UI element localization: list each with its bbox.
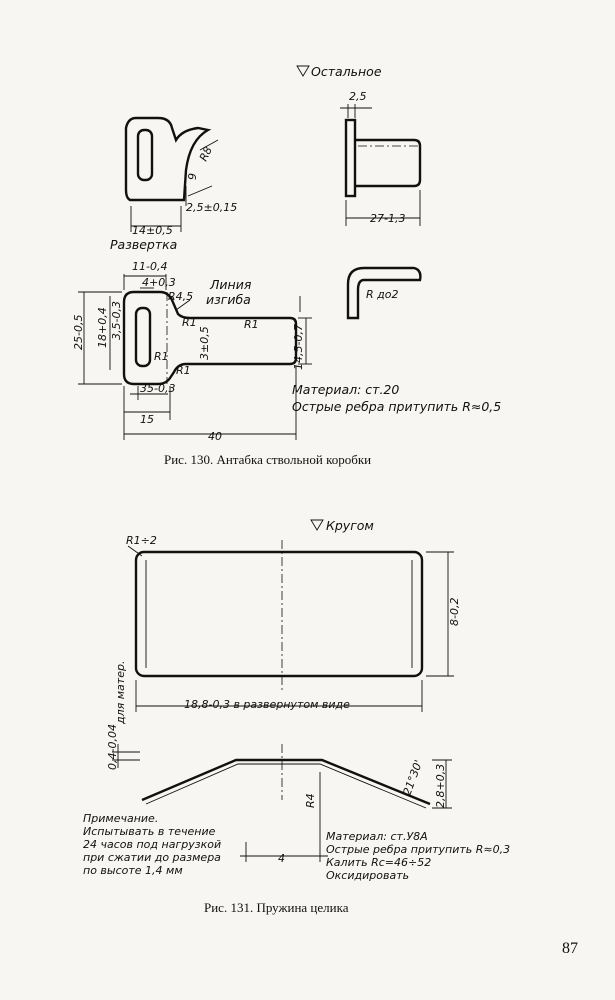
antabka-side-view [340, 104, 422, 226]
antabka-plan-view [124, 116, 219, 232]
page-number: 87 [562, 940, 578, 957]
dim-8: 8-0,2 [448, 598, 461, 626]
material-130: Материал: ст.20 [292, 382, 399, 397]
dim-r4-5: R4,5 [168, 290, 193, 303]
dim-4: 4+0,3 [142, 276, 176, 289]
dim-11: 11-0,4 [132, 260, 167, 273]
dim-r1-low: R1 [176, 364, 191, 377]
dim-r-do2: R до2 [366, 288, 398, 301]
note-line: 24 часов под нагрузкой [83, 838, 222, 851]
note-line: при сжатии до размера [83, 851, 221, 864]
dim-25: 25-0,5 [72, 315, 85, 350]
spring-plan-view [127, 540, 454, 712]
dim-40: 40 [208, 430, 222, 443]
antabka-bent-profile [346, 266, 422, 320]
dim-r4: R4 [304, 793, 317, 808]
material-line: Материал: ст.У8А [326, 830, 428, 843]
surface-finish-text-rest: Остальное [311, 64, 382, 79]
spring-side-view [112, 744, 452, 862]
dim-r1-right: R1 [244, 318, 259, 331]
edges-130: Острые ребра притупить R≈0,5 [292, 399, 501, 414]
dim-35: 35-0,3 [140, 382, 175, 395]
dim-r1-2: R1÷2 [126, 534, 157, 547]
dim-9: 9 [186, 173, 199, 180]
surface-finish-mark-rest [296, 65, 310, 77]
dim-for-material: для матер. [114, 661, 127, 725]
material-line: Острые ребра притупить R≈0,3 [326, 843, 511, 856]
dim-3: 3±0,5 [198, 326, 211, 360]
antabka-flat-development [78, 274, 312, 440]
dim-27: 27-1,3 [370, 212, 405, 225]
dim-0-4: 0,4-0,04 [106, 724, 119, 770]
material-line: Калить Rc=46÷52 [326, 856, 432, 869]
note-line: по высоте 1,4 мм [83, 864, 183, 877]
material-block-131: Материал: ст.У8А Острые ребра притупить … [326, 830, 510, 882]
dim-18: 18+0,4 [96, 307, 109, 348]
razvertka-label: Развертка [110, 237, 177, 252]
surface-finish-text-all: Кругом [326, 518, 374, 533]
dim-2-5-tol: 2,5±0,15 [186, 201, 237, 214]
dim-r1-top: R1 [182, 316, 197, 329]
dim-2-8: 2,8+0,3 [434, 764, 447, 808]
figure-130-caption: Рис. 130. Антабка ствольной коробки [164, 452, 372, 467]
dim-3-5: 3,5-0,3 [110, 301, 123, 340]
bend-line-label-1: Линия [209, 277, 252, 292]
dim-15: 15 [140, 413, 154, 426]
dim-4-spring: 4 [278, 852, 285, 865]
dim-angle: 21°30' [401, 758, 426, 797]
bend-line-label-2: изгиба [206, 292, 251, 307]
dim-r8: R8 [197, 144, 215, 163]
figure-131-caption: Рис. 131. Пружина целика [204, 900, 349, 915]
dim-18-8: 18,8-0,3 в развернутом виде [184, 698, 350, 711]
surface-finish-mark-all [310, 519, 324, 531]
dim-2-5: 2,5 [349, 90, 367, 103]
note-block: Примечание. Испытывать в течение 24 часо… [83, 812, 221, 877]
dim-14-5: 14,5-0,7 [292, 324, 305, 370]
material-line: Оксидировать [326, 869, 410, 882]
note-line: Испытывать в течение [83, 825, 216, 838]
note-title: Примечание. [83, 812, 159, 825]
dim-14: 14±0,5 [132, 224, 173, 237]
dim-r1-slot: R1 [154, 350, 169, 363]
